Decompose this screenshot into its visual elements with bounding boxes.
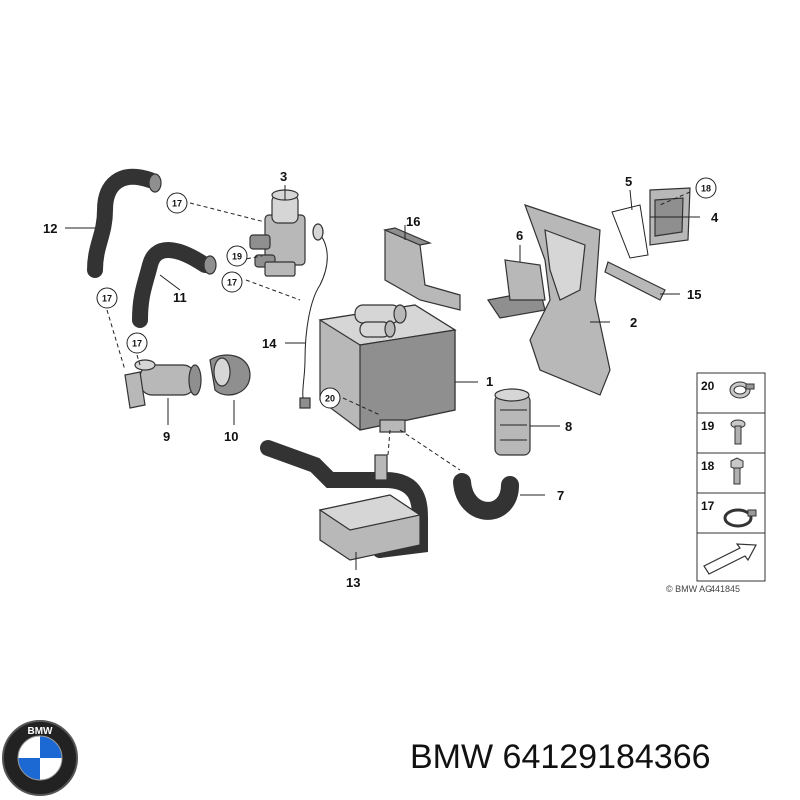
callout-9: 9 xyxy=(163,429,170,444)
callout-12: 12 xyxy=(43,221,57,236)
callout-2: 2 xyxy=(630,315,637,330)
callout-10: 10 xyxy=(224,429,238,444)
circle-callout-20: 20 xyxy=(319,387,341,409)
callout-8: 8 xyxy=(565,419,572,434)
circle-callout-17a: 17 xyxy=(166,192,188,214)
callout-3: 3 xyxy=(280,169,287,184)
copyright-text: © BMW AG xyxy=(666,584,712,594)
callout-11: 11 xyxy=(173,290,187,305)
callout-5: 5 xyxy=(625,174,632,189)
svg-text:17: 17 xyxy=(227,278,237,288)
pump-9 xyxy=(124,359,202,409)
hose-clamp-icon xyxy=(729,381,755,399)
svg-text:19: 19 xyxy=(701,419,715,433)
hex-bolt-icon xyxy=(730,457,744,485)
legend-item-18: 18 xyxy=(701,457,744,485)
hose-7 xyxy=(453,473,519,520)
plate-6 xyxy=(504,259,546,301)
svg-text:20: 20 xyxy=(325,394,335,404)
sensor-wire-14 xyxy=(299,223,328,409)
part-title: BMW 64129184366 xyxy=(410,738,711,776)
svg-text:17: 17 xyxy=(701,499,715,513)
filter-8 xyxy=(494,388,531,456)
svg-text:17: 17 xyxy=(172,199,182,209)
callout-15: 15 xyxy=(687,287,701,302)
legend-item-20: 20 xyxy=(701,379,755,399)
spring-clamp-icon xyxy=(723,508,757,528)
hose-12 xyxy=(87,168,162,278)
exhaust-13 xyxy=(260,440,428,561)
legend-item-17: 17 xyxy=(701,499,757,528)
valve-3 xyxy=(249,189,306,277)
circle-callout-17c: 17 xyxy=(96,287,118,309)
callout-6: 6 xyxy=(516,228,523,243)
legend-item-19: 19 xyxy=(701,419,746,445)
svg-text:19: 19 xyxy=(232,252,242,262)
circle-callout-17b: 17 xyxy=(221,271,243,293)
diagram-number: 441845 xyxy=(710,584,740,594)
fastener-legend: 20 19 18 17 xyxy=(696,372,766,582)
strap-15 xyxy=(604,261,666,301)
circle-callout-17d: 17 xyxy=(126,332,148,354)
callout-14: 14 xyxy=(262,336,277,351)
svg-text:18: 18 xyxy=(701,184,711,194)
circle-callout-18: 18 xyxy=(695,177,717,199)
hose-11 xyxy=(132,242,217,328)
circled-callouts: 17 17 17 17 18 19 20 xyxy=(96,177,717,409)
bracket-16 xyxy=(382,227,461,311)
gasket-5 xyxy=(611,204,649,259)
svg-text:17: 17 xyxy=(102,294,112,304)
leader-lines xyxy=(65,185,700,570)
svg-text:18: 18 xyxy=(701,459,715,473)
bracket-2 xyxy=(486,204,611,396)
callout-16: 16 xyxy=(406,214,420,229)
callout-1: 1 xyxy=(486,374,493,389)
bolt-icon xyxy=(730,419,746,445)
heater-unit-1 xyxy=(318,304,457,433)
bmw-logo: BMW xyxy=(2,720,78,796)
callout-labels: 1 2 3 4 5 6 7 8 9 10 11 12 13 14 15 16 xyxy=(43,169,719,590)
svg-text:17: 17 xyxy=(132,339,142,349)
arrow-icon xyxy=(703,543,757,575)
bmw-logo-text: BMW xyxy=(28,726,54,737)
callout-4: 4 xyxy=(711,210,719,225)
holder-10 xyxy=(209,354,251,396)
callout-13: 13 xyxy=(346,575,360,590)
callout-7: 7 xyxy=(557,488,564,503)
svg-text:20: 20 xyxy=(701,379,715,393)
circle-callout-19: 19 xyxy=(226,245,248,267)
